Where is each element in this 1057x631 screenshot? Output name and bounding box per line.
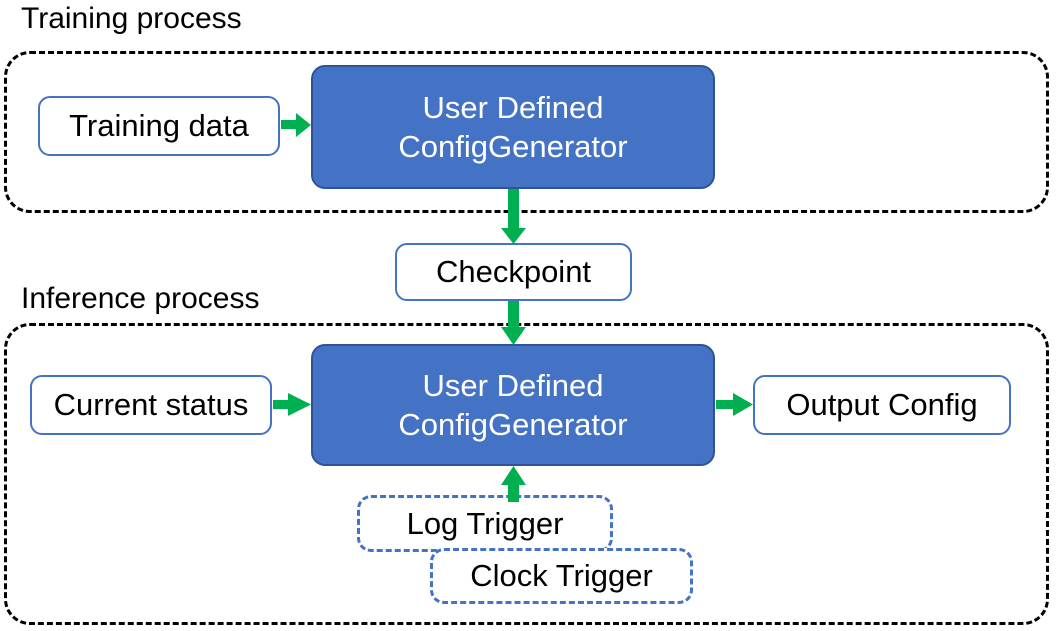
node-training-user-defined-configgenerator[interactable]: User Defined ConfigGenerator — [311, 65, 715, 189]
training-process-container — [4, 51, 1049, 213]
inference-process-caption: Inference process — [21, 282, 260, 315]
inference-generator-line-1: User Defined — [422, 368, 604, 403]
inference-process-container — [4, 323, 1049, 625]
node-output-config[interactable]: Output Config — [753, 375, 1011, 435]
node-current-status[interactable]: Current status — [30, 375, 272, 435]
node-training-data[interactable]: Training data — [38, 96, 280, 156]
node-inference-user-defined-configgenerator[interactable]: User Defined ConfigGenerator — [311, 344, 715, 466]
training-process-caption: Training process — [21, 2, 242, 35]
node-clock-trigger[interactable]: Clock Trigger — [430, 548, 693, 604]
inference-generator-line-2: ConfigGenerator — [398, 407, 628, 442]
training-generator-line-1: User Defined — [422, 90, 604, 125]
node-log-trigger[interactable]: Log Trigger — [357, 495, 613, 552]
node-checkpoint[interactable]: Checkpoint — [395, 243, 632, 301]
training-generator-line-2: ConfigGenerator — [398, 129, 628, 164]
